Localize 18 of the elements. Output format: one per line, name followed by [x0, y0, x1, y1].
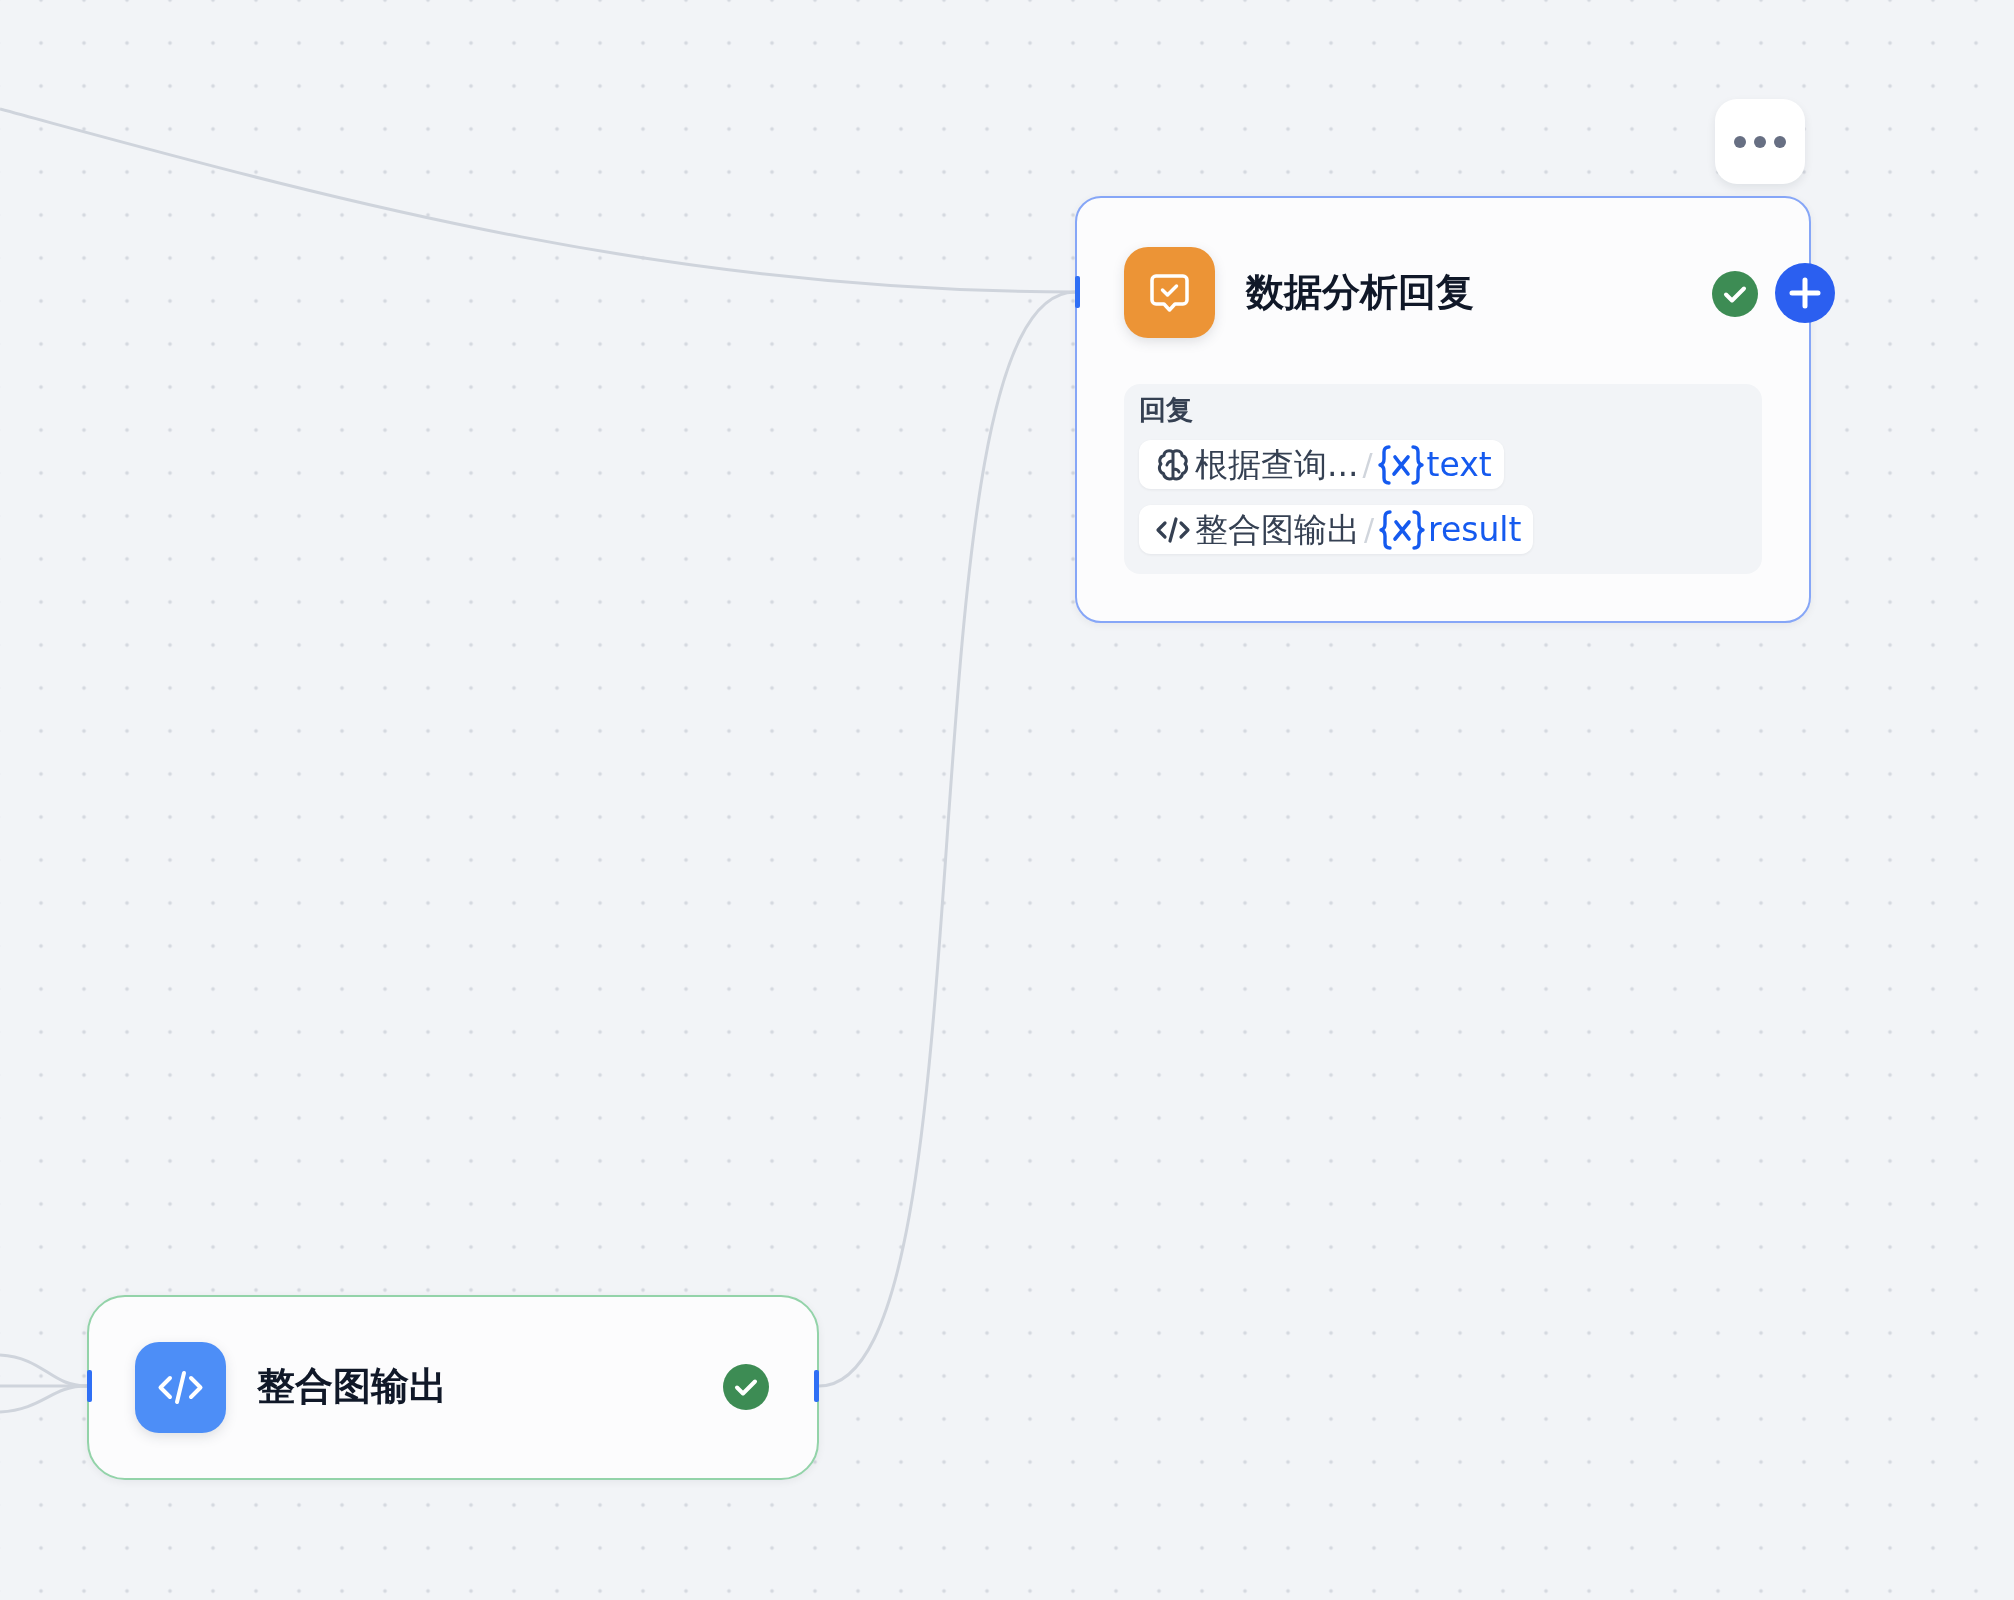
variable-tag [1139, 440, 1504, 489]
variable-name: result [1428, 509, 1522, 550]
node-card [87, 1295, 819, 1480]
connector-line [0, 1353, 88, 1388]
path-separator: / [1362, 445, 1373, 484]
path-separator: / [1364, 510, 1375, 549]
field-label: 回复 [1139, 394, 1193, 426]
source-node-name: 整合图输出 [1195, 509, 1360, 550]
source-node-name: 根据查询... [1195, 444, 1359, 485]
content-panel [1124, 384, 1762, 574]
connector-line [0, 107, 1076, 294]
node-title: 数据分析回复 [1246, 269, 1474, 315]
node-title: 整合图输出 [257, 1363, 447, 1409]
connector-line [0, 1384, 88, 1414]
variable-name: text [1426, 444, 1492, 485]
variable-tag [1139, 505, 1534, 554]
connector-line [818, 290, 1076, 1388]
node-card [1075, 196, 1811, 623]
